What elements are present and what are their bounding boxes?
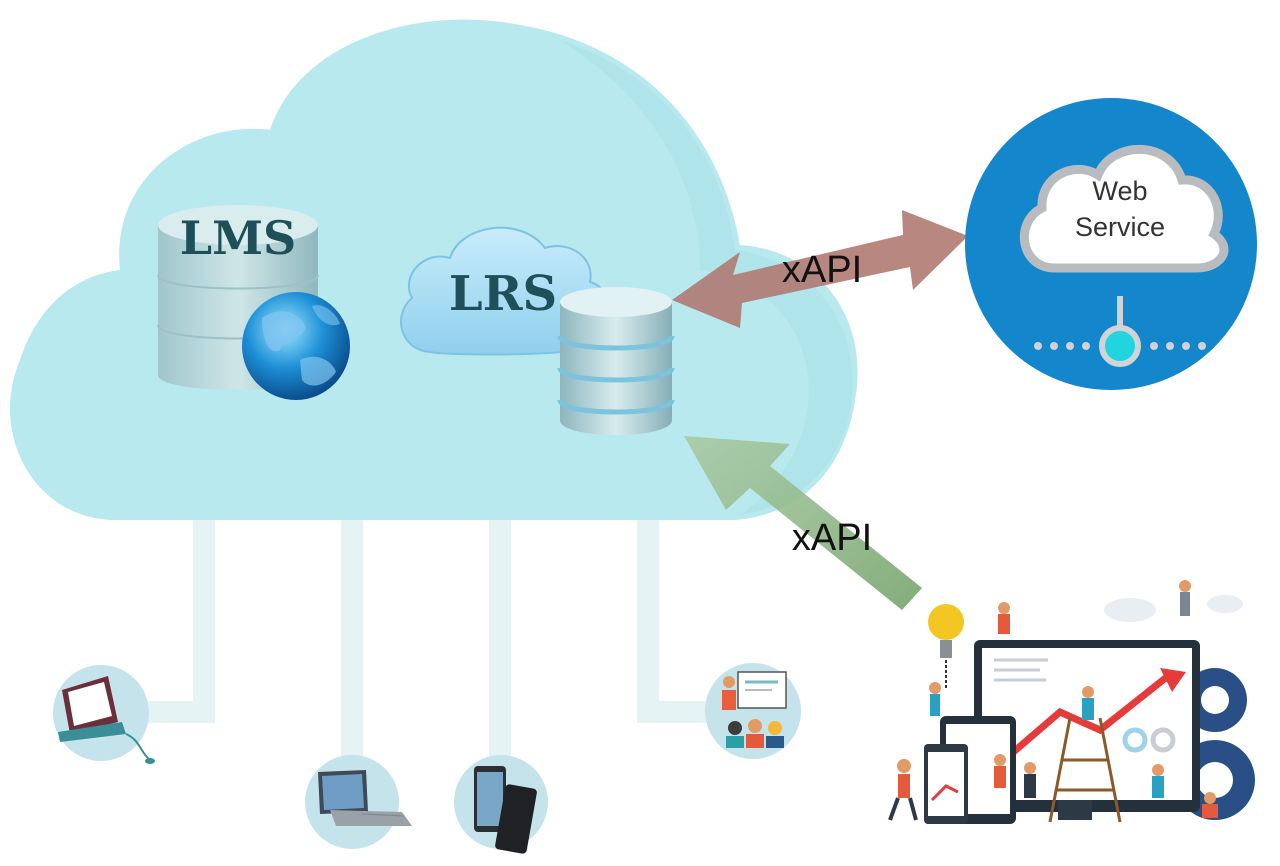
lrs-database-icon	[557, 287, 675, 435]
device-connectors	[139, 489, 721, 781]
xapi-bidirectional-arrow: xAPI	[672, 210, 968, 328]
laptop-icon	[305, 755, 412, 849]
lrs-cloud-icon: LRS	[400, 226, 610, 356]
web-service-label-line1: Web	[1092, 176, 1147, 206]
web-service-icon: Web Service	[965, 98, 1257, 390]
web-service-label-line2: Service	[1075, 212, 1165, 242]
xapi-bottom-label: xAPI	[792, 517, 872, 559]
xapi-upload-arrow: xAPI	[684, 436, 922, 610]
lightbulb-icon	[928, 604, 964, 690]
lms-label: LMS	[180, 211, 296, 265]
people-figures	[888, 580, 1218, 821]
analytics-team-illustration	[888, 580, 1255, 824]
classroom-icon	[705, 663, 801, 759]
lrs-label: LRS	[449, 266, 557, 322]
smartphone-icon	[454, 755, 548, 854]
xapi-top-label: xAPI	[782, 249, 862, 291]
globe-icon	[242, 292, 350, 400]
desktop-computer-icon	[53, 665, 155, 764]
